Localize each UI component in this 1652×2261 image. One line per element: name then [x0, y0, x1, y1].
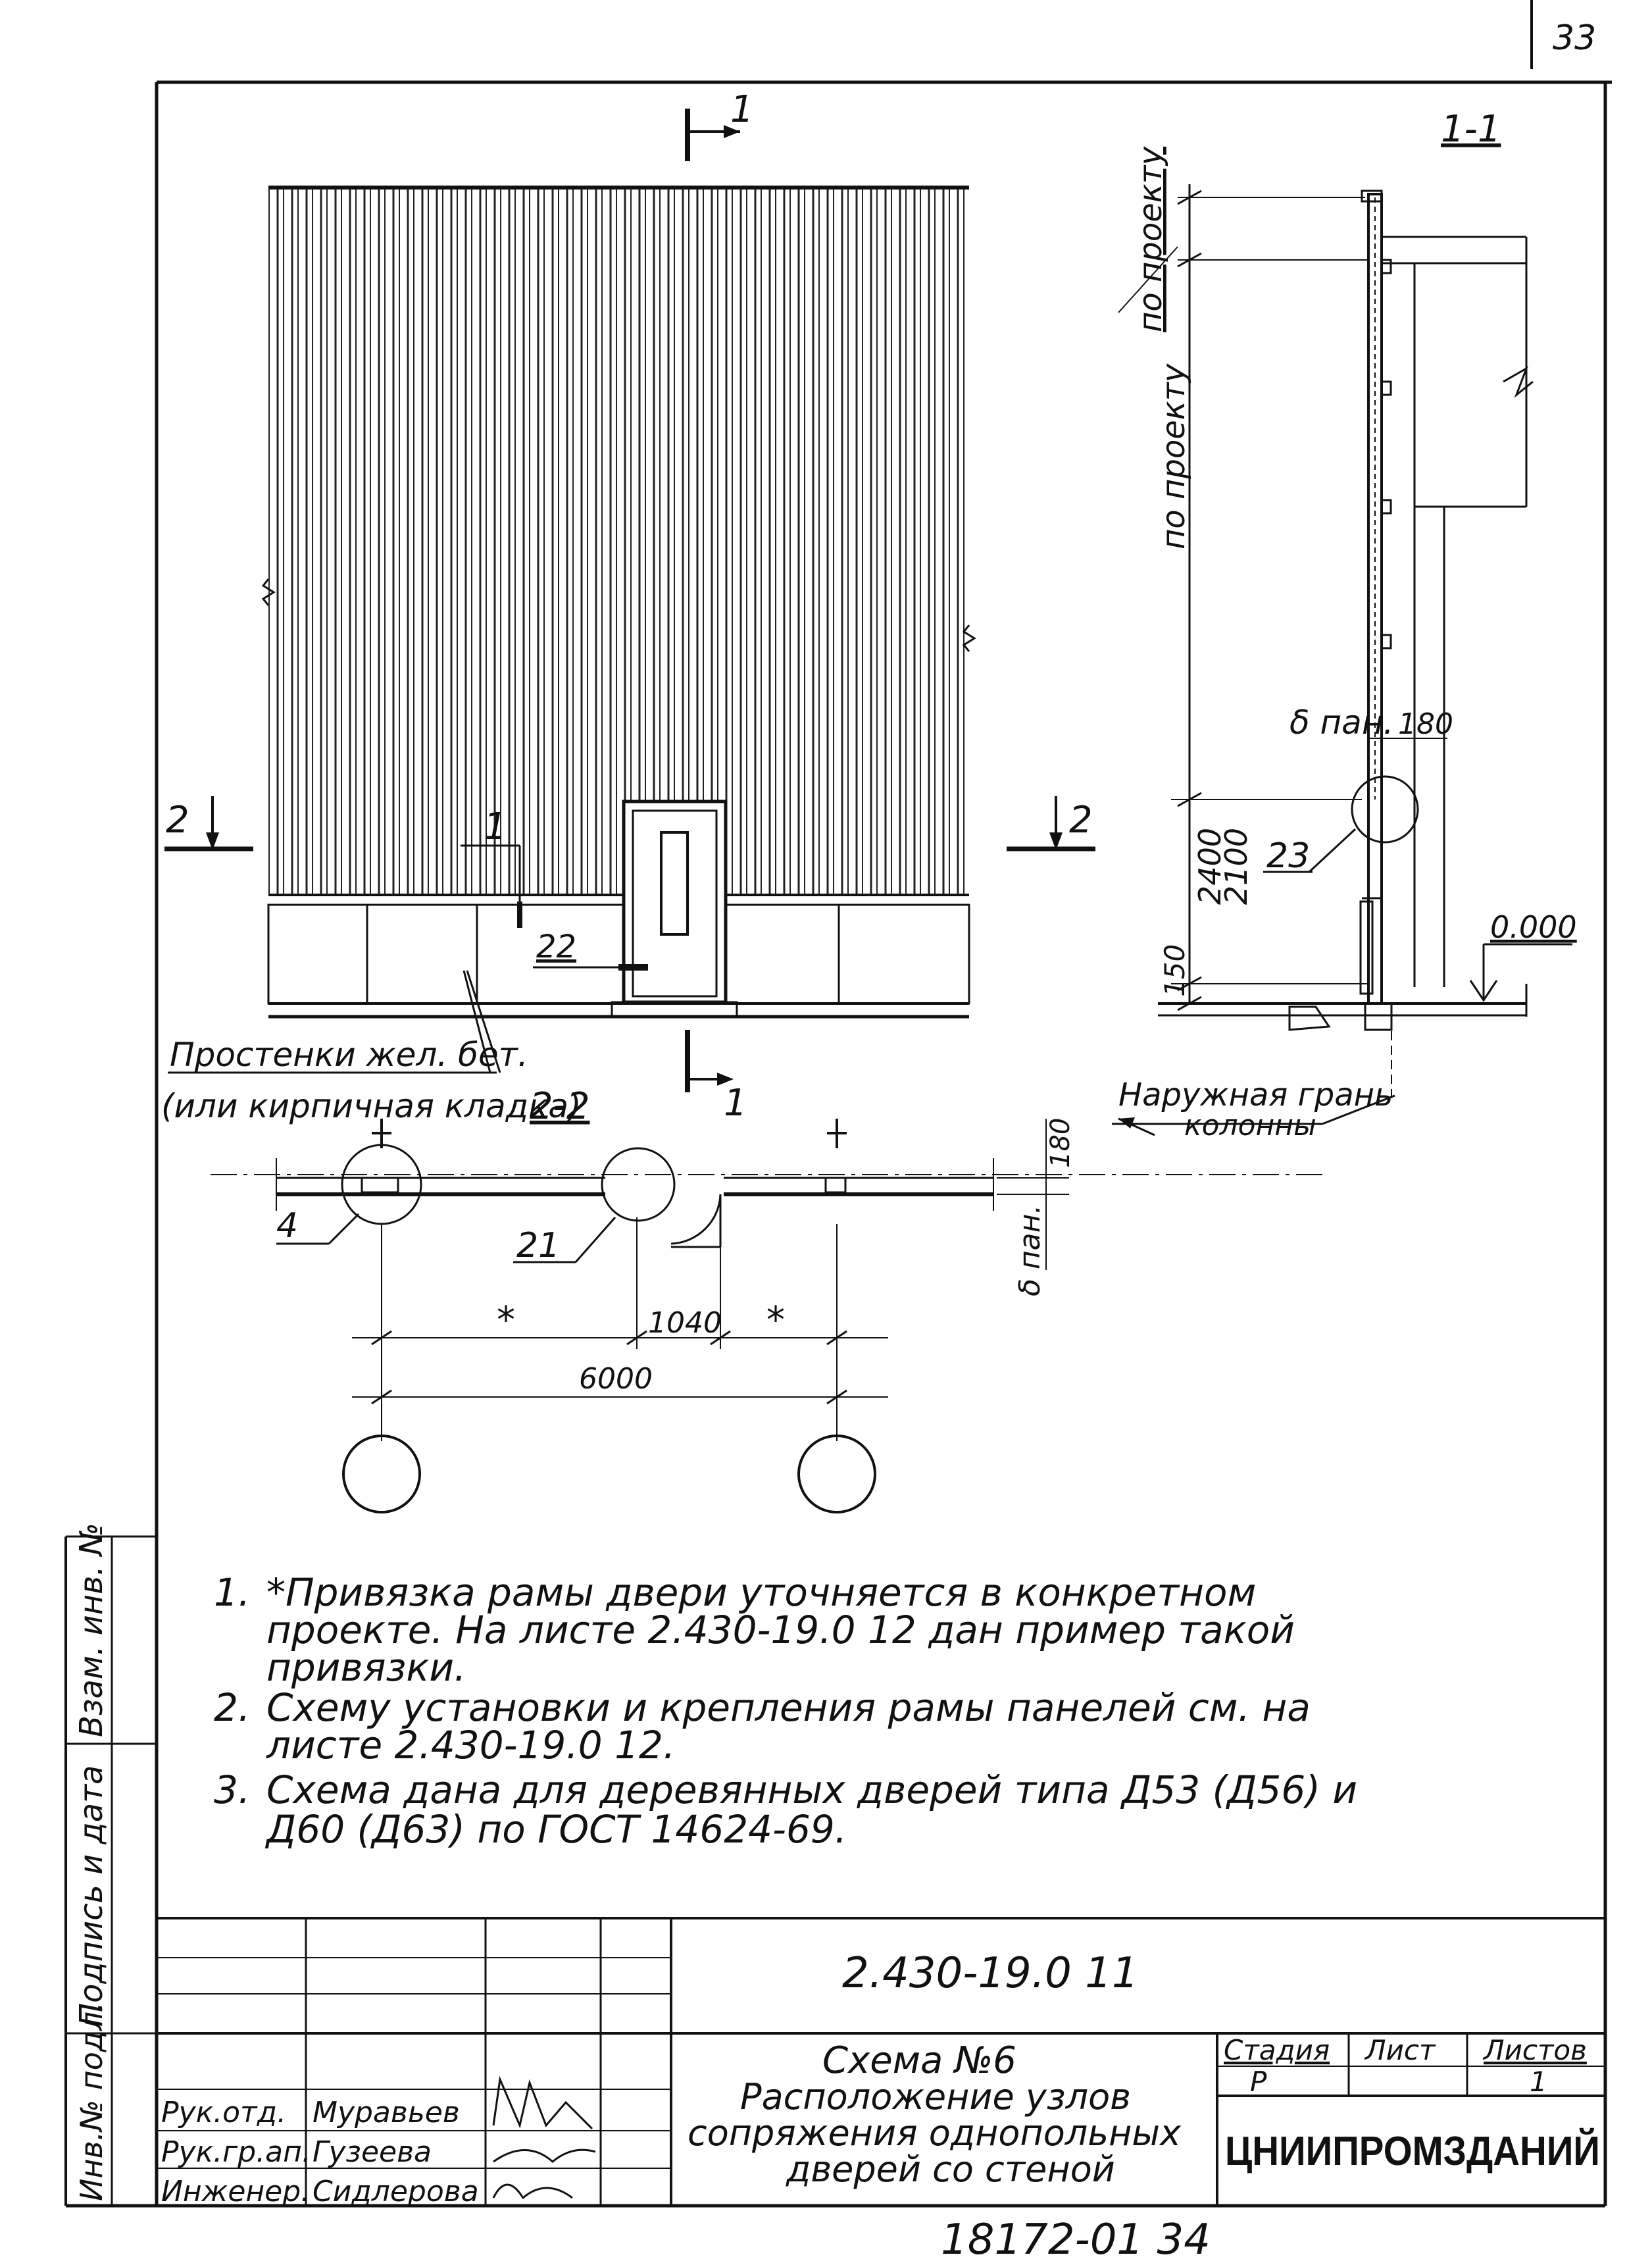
door — [611, 800, 738, 1018]
dim-2400: 2400 — [1192, 828, 1228, 905]
note-2-line2: листе 2.430-19.0 12. — [266, 1723, 675, 1767]
signature-2 — [493, 2148, 596, 2163]
section-mark-left: 2 — [166, 799, 189, 842]
note-1-num: 1. — [214, 1570, 250, 1615]
signature-3 — [492, 2183, 573, 2200]
pier-note-line2: (или кирпичная кладка) — [161, 1087, 582, 1125]
dim-6000: 6000 — [579, 1362, 653, 1396]
pier-note-line1: Простенки жел. бет. — [170, 1036, 528, 1074]
node-4-circle — [341, 1144, 422, 1225]
note-3-line1: Схема дана для деревянных дверей типа Д5… — [266, 1767, 1357, 1812]
title-line4: дверей со стеной — [786, 2148, 1115, 2190]
level-mark: 0.000 — [1490, 909, 1577, 945]
role-group-head: Рук.гр.ап. — [161, 2135, 311, 2169]
stage-value: Р — [1250, 2066, 1267, 2098]
axis-bubble-left — [342, 1435, 421, 1513]
signature-1 — [492, 2075, 593, 2130]
outer-face-line1: Наружная грань — [1118, 1077, 1393, 1113]
node-23-circle — [1351, 775, 1419, 844]
role-engineer: Инженер. — [161, 2175, 310, 2208]
dim-180-2-2: 180 — [1045, 1118, 1076, 1168]
section-mark-right: 2 — [1069, 799, 1093, 842]
callout-22: 22 — [536, 928, 576, 965]
section-mark-bottom: 1 — [724, 1082, 747, 1125]
node-23-label: 23 — [1266, 836, 1310, 876]
section-2-2: 2-2 4 21 180 δ пан. — [211, 1085, 1322, 1513]
archive-number: 18172-01 34 — [941, 2216, 1211, 2261]
dim-2100: 2100 — [1218, 828, 1254, 905]
strip-inv-replace: Взам. инв. № — [73, 1523, 110, 1737]
node-21-circle — [601, 1147, 676, 1222]
note-3-num: 3. — [214, 1767, 250, 1812]
node-4-label: 4 — [276, 1206, 298, 1246]
dim-middle-label: по проекту — [1155, 363, 1192, 549]
facade-elevation: 1 1 2 2 1 22 Простенки жел. бет. (или ки… — [161, 88, 1095, 1125]
note-2-line1: Схему установки и крепления рамы панелей… — [266, 1685, 1311, 1730]
dim-star-right: * — [766, 1299, 785, 1342]
section-1-1-title: 1-1 — [1441, 108, 1501, 151]
organization-name: ЦНИИПРОМЗДАНИЙ — [1225, 2128, 1600, 2174]
section-2-2-title: 2-2 — [530, 1085, 589, 1128]
plinth-piers — [267, 903, 970, 1005]
dim-1040: 1040 — [648, 1306, 722, 1340]
dim-top-label: по проекту — [1132, 146, 1169, 332]
name-engineer: Сидлерова — [313, 2175, 479, 2208]
title-line2: Расположение узлов — [740, 2076, 1131, 2118]
outer-face-line2: колонны — [1184, 1109, 1316, 1142]
note-1-line1: *Привязка рамы двери уточняется в конкре… — [266, 1570, 1256, 1615]
delta-label: δ пан. — [1289, 703, 1393, 742]
sheets-header: Листов — [1482, 2034, 1587, 2066]
dim-150: 150 — [1159, 944, 1191, 997]
ribbed-wall-panels — [268, 188, 969, 895]
callout-1: 1 — [484, 805, 507, 848]
stage-header: Стадия — [1224, 2034, 1330, 2066]
strip-sign-date: Подпись и дата — [73, 1765, 110, 2027]
note-2-num: 2. — [214, 1685, 250, 1730]
note-1-line2: проекте. На листе 2.430-19.0 12 дан прим… — [266, 1608, 1295, 1652]
section-1-1: 1-1 по проекту по проекту 2400 2100 150 — [1112, 108, 1577, 1142]
note-3-line2: Д60 (Д63) по ГОСТ 14624-69. — [264, 1807, 847, 1852]
name-group-head: Гузеева — [313, 2135, 432, 2169]
section-mark-top: 1 — [730, 88, 754, 131]
strip-inv-orig: Инв.№ подл. — [74, 2002, 109, 2201]
sheets-value: 1 — [1530, 2066, 1547, 2098]
doc-code: 2.430-19.0 11 — [842, 1949, 1139, 1998]
role-head-dept: Рук.отд. — [161, 2096, 286, 2129]
left-stamp-strip: Взам. инв. № Подпись и дата Инв.№ подл. — [64, 1523, 157, 2206]
axis-bubble-right — [797, 1435, 876, 1513]
note-1-line3: привязки. — [266, 1645, 466, 1690]
node-21-label: 21 — [516, 1226, 560, 1265]
title-block: 2.430-19.0 11 Рук.отд. Рук.гр.ап. Инжене… — [157, 1917, 1605, 2208]
name-head-dept: Муравьев — [313, 2096, 460, 2129]
page-number: 33 — [1553, 18, 1596, 58]
title-line3: сопряжения однопольных — [688, 2112, 1182, 2154]
sheet-frame — [66, 80, 1612, 2208]
dim-star-left: * — [497, 1299, 515, 1342]
dim-180: 180 — [1398, 707, 1453, 741]
sheet-header: Лист — [1364, 2034, 1436, 2066]
delta-label-2-2: δ пан. — [1013, 1205, 1047, 1296]
title-line1: Схема №6 — [822, 2039, 1016, 2082]
notes-block: 1. *Привязка рамы двери уточняется в кон… — [214, 1570, 1357, 1852]
